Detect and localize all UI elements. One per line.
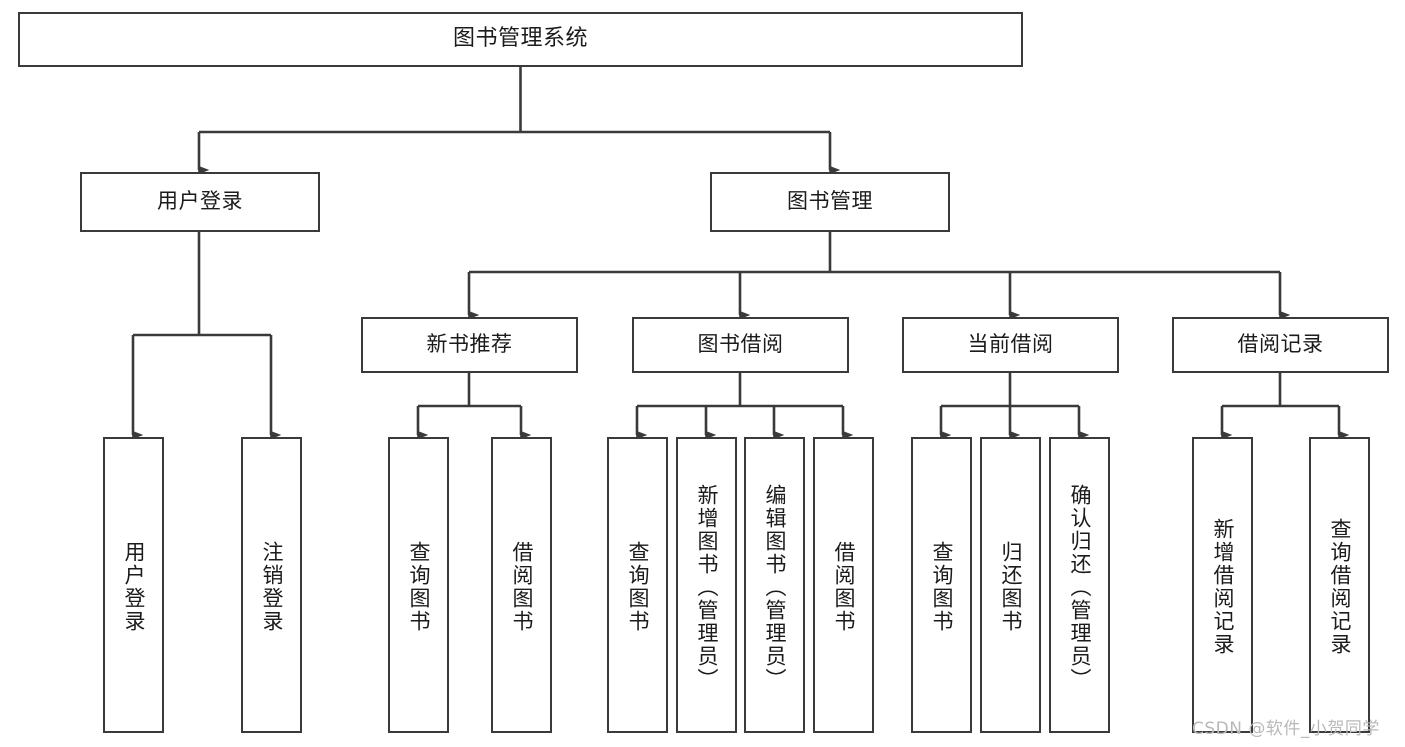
- leaf-borrow-book-2-label: 借阅图书: [832, 541, 856, 633]
- node-current-borrow[interactable]: 当前借阅: [902, 317, 1119, 373]
- leaf-add-record[interactable]: 新增借阅记录: [1192, 437, 1253, 733]
- leaf-return-book[interactable]: 归还图书: [980, 437, 1041, 733]
- node-book-borrow[interactable]: 图书借阅: [632, 317, 849, 373]
- node-new-book-recommend-label: 新书推荐: [426, 332, 513, 357]
- node-root[interactable]: 图书管理系统: [18, 12, 1023, 67]
- leaf-add-record-label: 新增借阅记录: [1211, 518, 1235, 656]
- leaf-query-book-2-label: 查询图书: [626, 541, 650, 633]
- leaf-logout-login-label: 注销登录: [260, 541, 284, 633]
- leaf-borrow-book-1-label: 借阅图书: [510, 541, 534, 633]
- leaf-user-login[interactable]: 用户登录: [103, 437, 164, 733]
- node-user-login[interactable]: 用户登录: [80, 172, 320, 232]
- leaf-edit-book-label: 编辑图书（管理员）: [763, 483, 787, 691]
- leaf-confirm-return[interactable]: 确认归还（管理员）: [1049, 437, 1110, 733]
- leaf-query-book-3-label: 查询图书: [930, 541, 954, 633]
- leaf-add-book[interactable]: 新增图书（管理员）: [676, 437, 737, 733]
- node-root-label: 图书管理系统: [452, 26, 588, 52]
- leaf-query-book-3[interactable]: 查询图书: [911, 437, 972, 733]
- node-book-manage[interactable]: 图书管理: [710, 172, 950, 232]
- node-book-borrow-label: 图书借阅: [697, 332, 784, 357]
- leaf-query-book-2[interactable]: 查询图书: [607, 437, 668, 733]
- leaf-borrow-book-2[interactable]: 借阅图书: [813, 437, 874, 733]
- leaf-add-book-label: 新增图书（管理员）: [695, 483, 719, 691]
- leaf-query-record[interactable]: 查询借阅记录: [1309, 437, 1370, 733]
- node-borrow-record[interactable]: 借阅记录: [1172, 317, 1389, 373]
- leaf-query-book-1[interactable]: 查询图书: [388, 437, 449, 733]
- node-current-borrow-label: 当前借阅: [967, 332, 1054, 357]
- leaf-borrow-book-1[interactable]: 借阅图书: [491, 437, 552, 733]
- leaf-return-book-label: 归还图书: [999, 541, 1023, 633]
- leaf-query-book-1-label: 查询图书: [407, 541, 431, 633]
- node-borrow-record-label: 借阅记录: [1237, 332, 1324, 357]
- node-new-book-recommend[interactable]: 新书推荐: [361, 317, 578, 373]
- leaf-user-login-label: 用户登录: [122, 541, 146, 633]
- leaf-logout-login[interactable]: 注销登录: [241, 437, 302, 733]
- leaf-confirm-return-label: 确认归还（管理员）: [1068, 483, 1092, 691]
- node-book-manage-label: 图书管理: [787, 189, 873, 214]
- leaf-query-record-label: 查询借阅记录: [1328, 518, 1352, 656]
- node-user-login-label: 用户登录: [157, 189, 243, 214]
- leaf-edit-book[interactable]: 编辑图书（管理员）: [744, 437, 805, 733]
